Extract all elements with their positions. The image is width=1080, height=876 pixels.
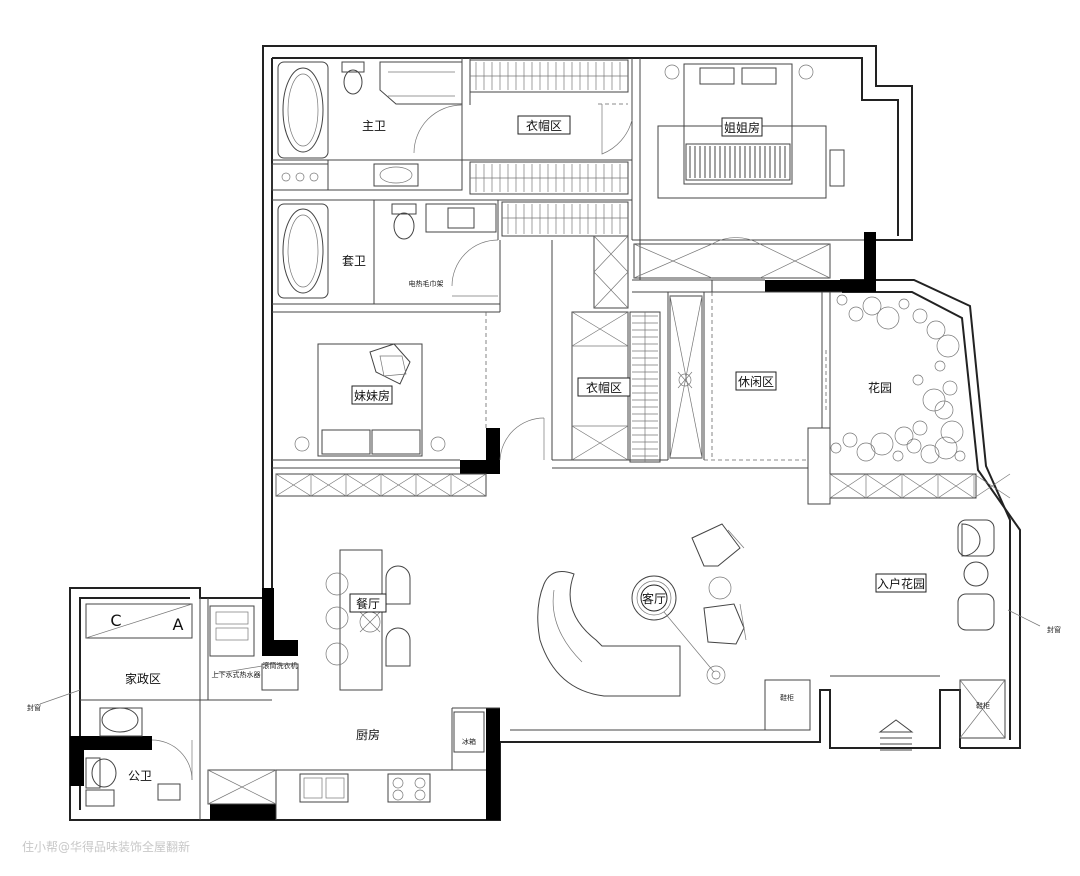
room-label-ensuite-bath: 套卫	[342, 254, 366, 268]
living-furniture	[537, 523, 747, 697]
annotation-shoe-cabinet-left: 鞋柜	[780, 693, 794, 702]
structural-columns	[70, 232, 876, 820]
room-label-younger-sister-room: 妹妹房	[354, 388, 390, 403]
room-label-utility-area: 家政区	[125, 671, 161, 686]
room-label-cloakroom-mid: 衣帽区	[586, 380, 622, 395]
room-label-leisure-area: 休闲区	[738, 375, 774, 389]
outer-walls	[69, 45, 1021, 821]
annotation-sealed-window-right: 封窗	[1047, 625, 1061, 634]
annotation-washer: 滚筒洗衣机	[263, 661, 298, 670]
room-label-entry-garden: 入户花园	[877, 576, 925, 591]
annotation-shoe-cabinet-right: 鞋柜	[976, 701, 990, 710]
room-label-dining: 餐厅	[356, 596, 380, 611]
room-label-garden: 花园	[868, 380, 892, 395]
room-labels: 主卫 衣帽区 姐姐房 套卫 妹妹房 衣帽区 休闲区 花园 餐厅 客厅 入户花园 …	[125, 115, 927, 783]
dining-furniture	[325, 549, 411, 691]
garden-plants	[830, 294, 966, 464]
watermark: 住小帮@华得品味装饰全屋翻新	[22, 840, 191, 854]
room-label-kitchen: 厨房	[356, 727, 380, 742]
entry-garden-features	[878, 519, 1041, 751]
bed-cover-pattern	[689, 146, 786, 178]
elder-room-furniture	[598, 63, 845, 245]
annotation-letter-c: C	[110, 611, 121, 630]
master-bath-fixtures	[271, 61, 463, 191]
room-label-master-bath: 主卫	[362, 119, 386, 133]
utility-kitchen-fixtures	[39, 603, 431, 807]
hanger-lines	[475, 62, 658, 457]
annotation-towel-rack: 电热毛巾架	[409, 279, 444, 288]
room-label-living: 客厅	[642, 591, 666, 606]
annotation-letter-a: A	[173, 615, 184, 634]
window-seat-pattern	[275, 473, 1011, 499]
annotation-fridge: 冰箱	[462, 737, 476, 746]
room-label-elder-sister-room: 姐姐房	[724, 120, 760, 135]
leisure-furniture	[677, 292, 827, 460]
younger-room-furniture	[294, 312, 545, 461]
room-label-cloakroom-top: 衣帽区	[526, 118, 562, 133]
ensuite-bath-fixtures	[277, 203, 499, 299]
interior-walls	[80, 58, 1006, 820]
annotation-sealed-window-left: 封窗	[27, 703, 41, 712]
annotation-water-heater: 上下水式热水器	[212, 670, 261, 679]
annotations: 电热毛巾架 滚筒洗衣机 上下水式热水器 鞋柜 鞋柜 冰箱 C A 封窗 封窗	[27, 279, 1061, 746]
room-label-public-bath: 公卫	[128, 769, 152, 783]
